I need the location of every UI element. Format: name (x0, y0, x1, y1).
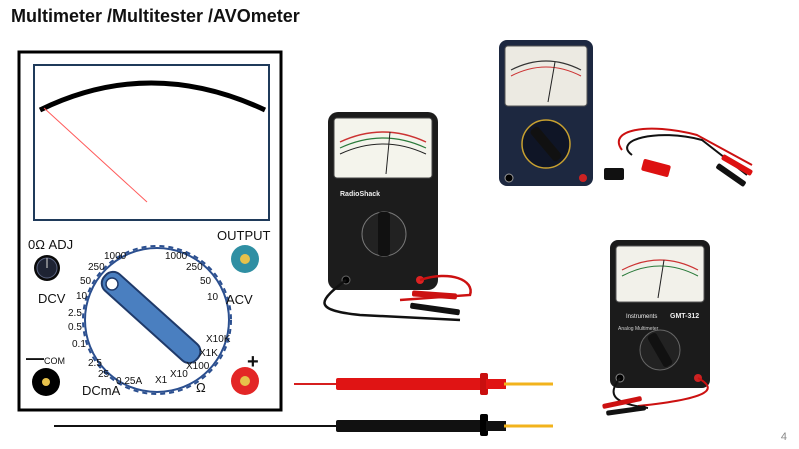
zero-adjust-label: 0Ω ADJ (28, 237, 73, 252)
dial-scale-label: 0.25A (116, 376, 142, 387)
acv-label: ACV (226, 292, 253, 307)
gmt-brand-label: Instruments (626, 314, 657, 320)
red-lead-photo (637, 377, 709, 407)
meter-face (333, 117, 433, 179)
meter-face-needle (547, 61, 556, 103)
radioshack-brand-label: RadioShack (340, 191, 380, 198)
dial-scale-label: 10 (207, 292, 219, 303)
red-probe-handle[interactable] (336, 378, 486, 390)
red-probe-photo (721, 154, 753, 176)
page-number: 4 (780, 431, 787, 443)
red-probe-guard (480, 373, 488, 395)
meter-face-scale-black (339, 143, 427, 155)
red-lead-wire-photo (618, 127, 753, 166)
meter-face-needle (657, 259, 665, 299)
black-probe-photo (606, 405, 646, 416)
dial-scale-label: X10K (206, 334, 231, 345)
dial-scale-label: 50 (80, 276, 92, 287)
meter-face-scale-green (339, 137, 427, 149)
dial-scale-label: X10 (170, 369, 188, 380)
dial-scale-label: 1000 (165, 251, 188, 262)
dial-scale-label: X1 (155, 375, 168, 386)
black-lead-wire-photo (626, 134, 748, 176)
meter-face-scale-green (621, 265, 699, 277)
meter-scale-arc (38, 80, 267, 113)
range-dial-dashes (82, 245, 232, 395)
meter-needle (43, 107, 148, 203)
dcma-label: DCmA (82, 383, 121, 398)
dial-scale-label: X100 (186, 361, 210, 372)
test-leads-photo (604, 127, 753, 187)
selector-knob-indicator (105, 277, 119, 291)
selector-knob[interactable] (98, 268, 205, 367)
dial-scale-label: 0.5 (68, 322, 82, 333)
meter-face (615, 245, 705, 303)
meter-face (504, 45, 588, 107)
radioshack-multimeter-photo: RadioShack (323, 112, 472, 322)
red-plug-photo (641, 159, 671, 177)
red-probe-grip (486, 379, 506, 389)
output-label: OUTPUT (217, 228, 271, 243)
dial-scale-label: 250 (88, 262, 105, 273)
meter-face-scale (510, 60, 582, 71)
dial-scale-label: 10 (76, 291, 88, 302)
black-probe-handle[interactable] (336, 420, 486, 432)
gmt-model-label: GMT-312 (670, 313, 699, 320)
black-probe-photo (716, 163, 746, 187)
black-lead-photo (323, 279, 461, 322)
gmt-multimeter-photo: Instruments GMT-312 Analog Multimeter (602, 240, 710, 416)
dial-scale-label: 2.5 (88, 358, 102, 369)
range-knob-bar (530, 126, 562, 162)
black-probe-photo (410, 302, 460, 316)
positive-jack-photo (579, 174, 587, 182)
meter-face-scale-red (621, 259, 699, 271)
dial-scale-label: 250 (186, 262, 203, 273)
analog-display (33, 64, 270, 221)
range-knob-bar (378, 212, 390, 256)
blue-multimeter-photo (499, 40, 593, 186)
dcv-label: DCV (38, 291, 66, 306)
gmt-caption-label: Analog Multimeter (618, 326, 659, 332)
meter-face-needle (385, 131, 391, 175)
plus-sign: + (247, 351, 259, 373)
meter-face-scale-red (510, 66, 582, 77)
dial-scale-label: X1K (199, 348, 218, 359)
dial-scale-label: 1000 (104, 251, 127, 262)
dial-scale-label: 25 (98, 369, 110, 380)
red-probe-photo (602, 396, 642, 409)
black-probe-grip (486, 421, 506, 431)
dial-scale-label: 0.1 (72, 339, 86, 350)
range-knob-bar (647, 333, 673, 367)
positive-jack-center (240, 376, 250, 386)
red-probe-photo (411, 290, 458, 300)
dial-scale-label: 2.5 (68, 308, 82, 319)
slide-title: Multimeter /Multitester /AVOmeter (11, 6, 300, 26)
red-lead-photo (399, 274, 472, 302)
output-jack-center (240, 254, 250, 264)
black-plug-photo (604, 168, 624, 180)
dial-scale-label: 50 (200, 276, 212, 287)
com-label: COM (44, 356, 65, 366)
ohm-label: Ω (196, 380, 206, 395)
com-jack-photo (504, 173, 514, 183)
com-jack-center (42, 378, 50, 386)
minus-sign: — (26, 348, 44, 368)
meter-face-scale-red (339, 131, 427, 143)
